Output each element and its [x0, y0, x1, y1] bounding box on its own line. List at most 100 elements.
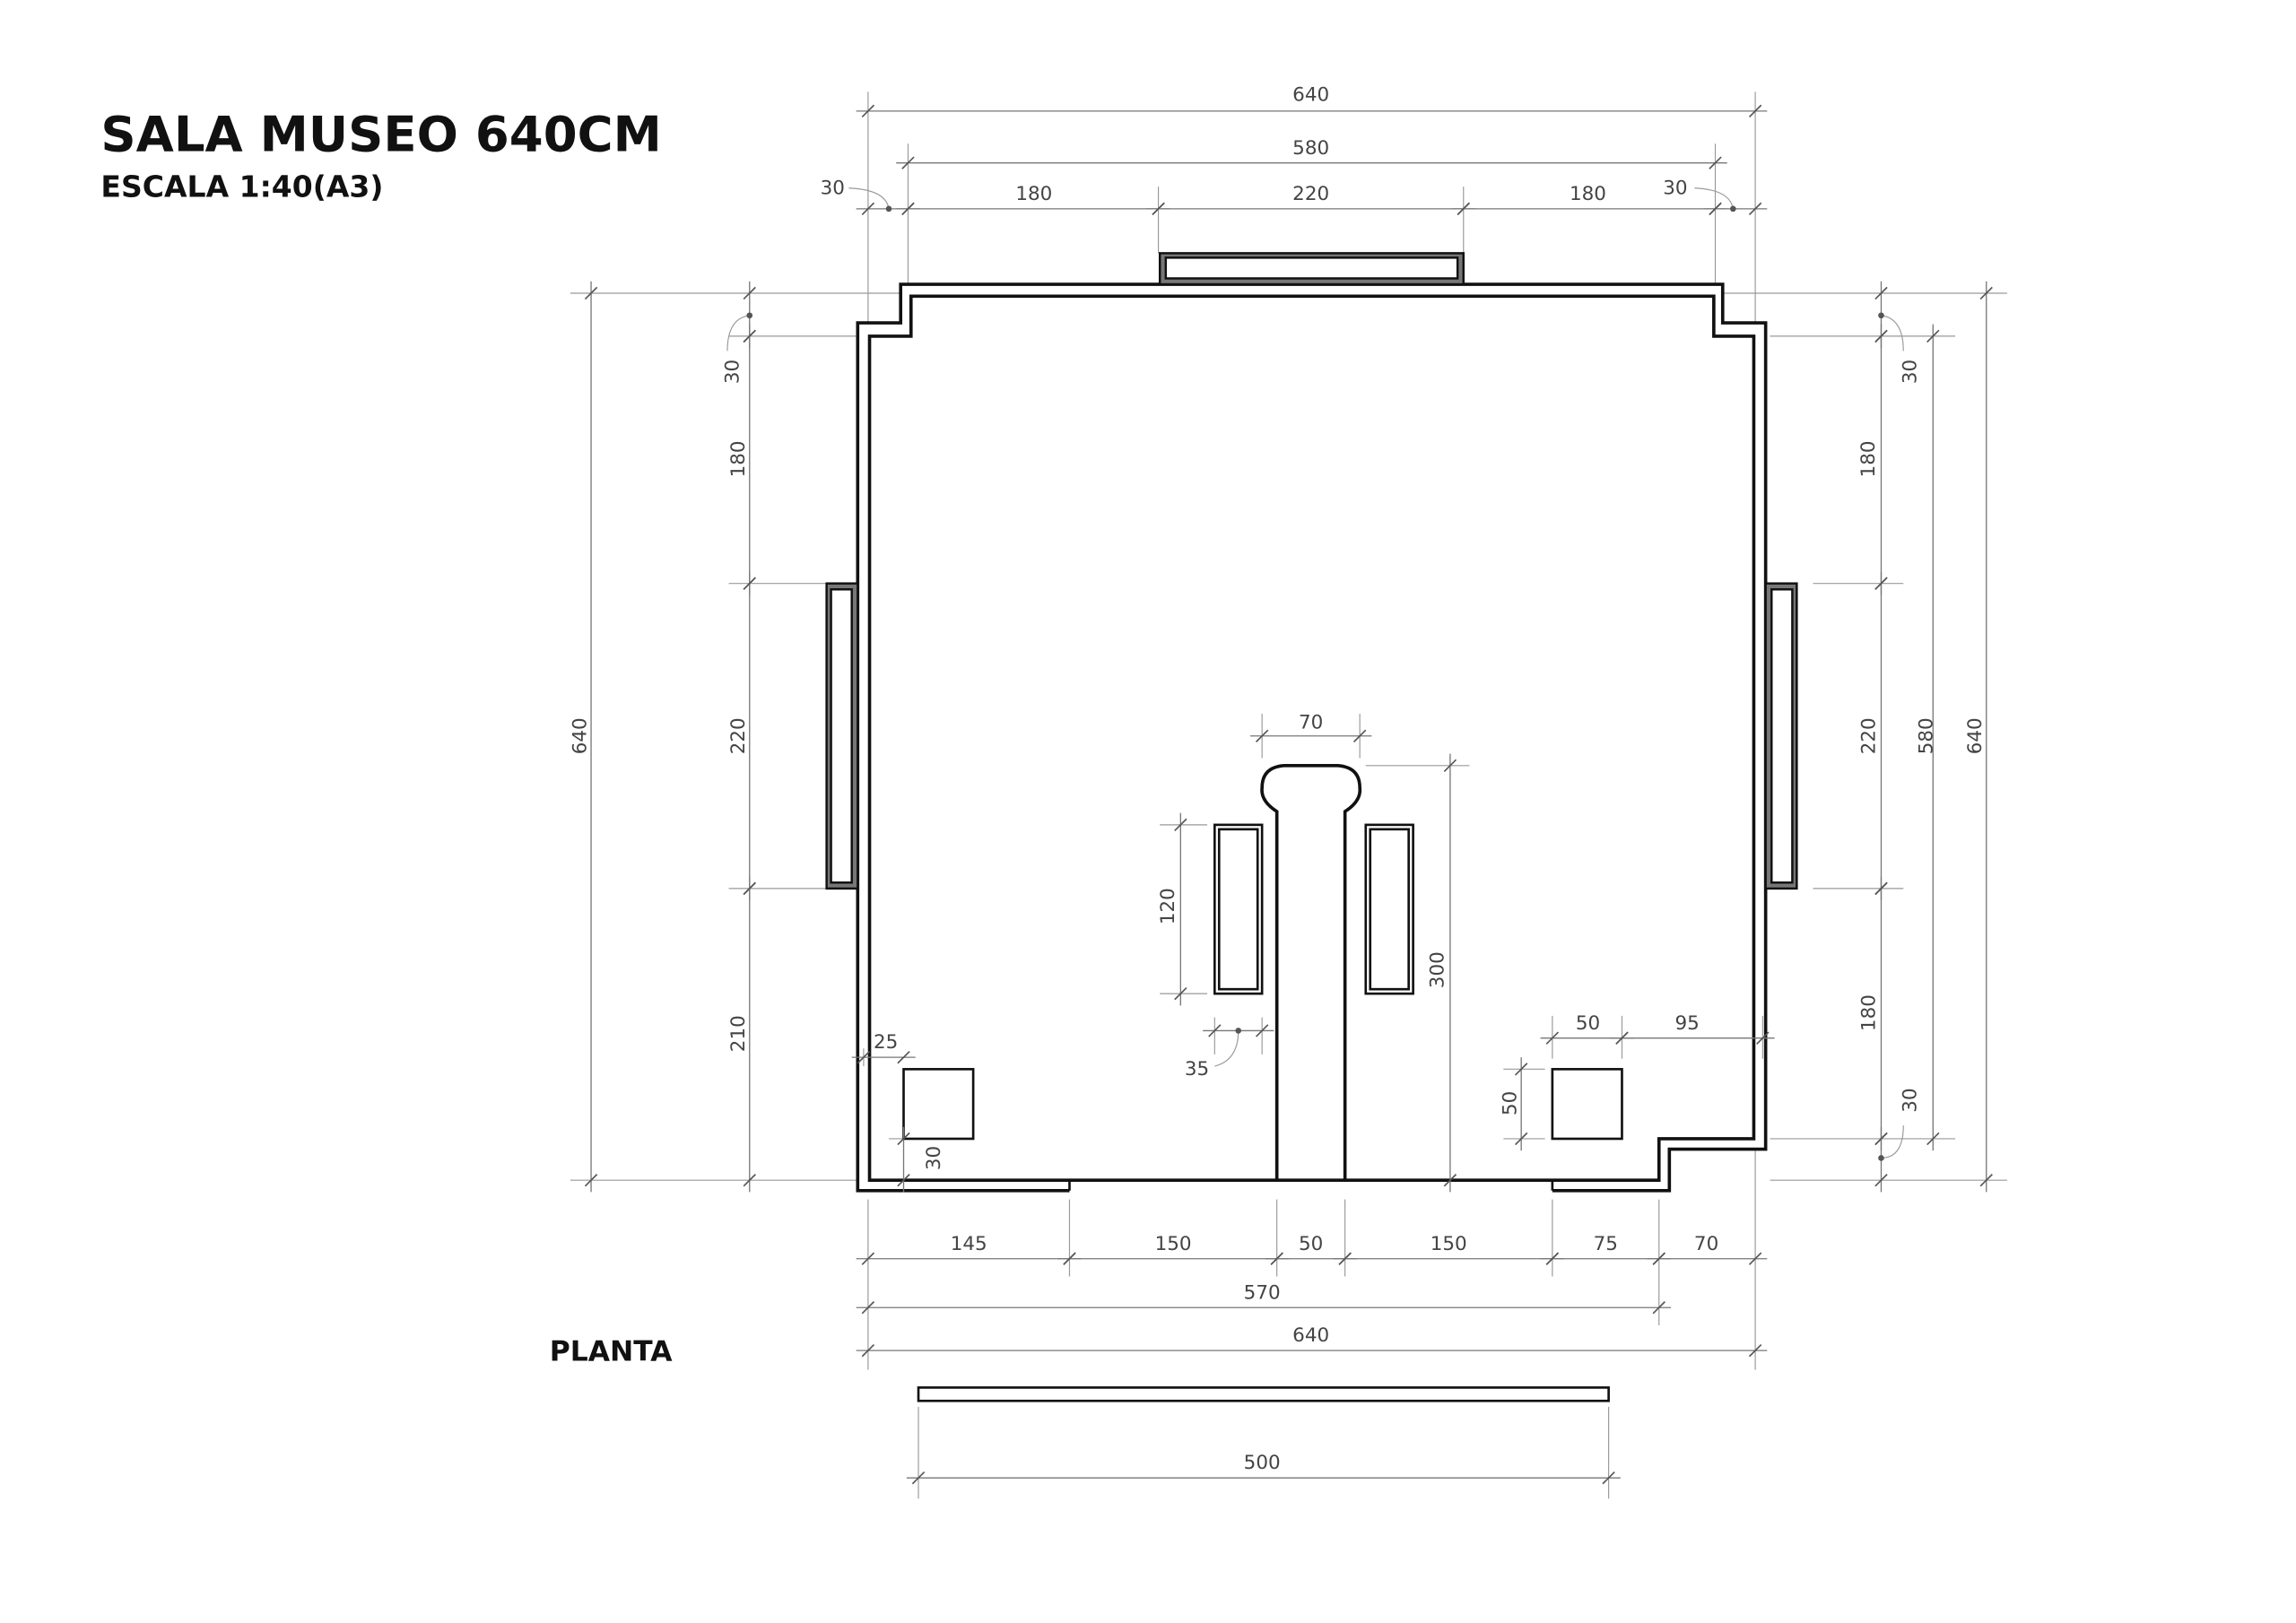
dimension-tick	[857, 1050, 871, 1064]
dimension-label: 580	[1916, 717, 1938, 754]
dimension-tick	[1748, 202, 1762, 216]
dimension-tick	[901, 202, 915, 216]
dimension-tick	[1874, 1132, 1888, 1146]
dimension-tick	[1443, 759, 1457, 772]
room-walls	[856, 282, 1768, 1193]
dimension-label: 25	[874, 1031, 898, 1054]
dim-bottom-partial: 570	[856, 1281, 1671, 1315]
wall-niche-right	[1764, 582, 1798, 890]
dimension-label: 150	[1155, 1233, 1192, 1255]
dimension-label: 640	[1292, 83, 1329, 106]
dimension-tick	[1255, 1024, 1269, 1037]
drawing-scale: ESCALA 1:40(A3)	[100, 169, 383, 204]
dim-top-chain: 220	[1146, 183, 1475, 216]
dim-left-chain: 30	[722, 281, 756, 384]
dim-right-chain: 180	[1857, 324, 1888, 595]
dimension-label: 180	[727, 440, 750, 477]
dimension-label: 180	[1857, 994, 1880, 1031]
dimension-label: 220	[727, 717, 750, 754]
dim-bottom-chain: 150	[1057, 1233, 1289, 1265]
dimension-label: 180	[1015, 183, 1052, 205]
display-case-right	[1364, 823, 1414, 995]
dimension-label: 95	[1674, 1012, 1699, 1035]
dimension-tick	[1652, 1252, 1665, 1265]
dimension-tick	[1874, 1174, 1888, 1187]
dimension-label: 580	[1292, 137, 1329, 160]
dimension-tick	[861, 1301, 875, 1315]
dim-bottom-overall: 640	[856, 1324, 1768, 1358]
dimension-tick	[1545, 1252, 1560, 1265]
dimension-tick	[1748, 1343, 1762, 1358]
dimension-tick	[861, 1252, 875, 1265]
dimension-tick	[743, 881, 756, 896]
dimension-tick	[1514, 1063, 1528, 1076]
bench	[917, 1386, 1610, 1402]
dimension-tick	[1979, 1174, 1993, 1187]
dimension-label: 30	[923, 1146, 945, 1170]
dimension-tick	[1352, 729, 1367, 742]
dim-box-right: 95	[1610, 1012, 1775, 1045]
wall-niche-left	[825, 582, 859, 890]
dimension-label: 75	[1594, 1233, 1618, 1255]
dim-bottom-chain: 70	[1647, 1233, 1768, 1265]
dim-top-chain: 30	[1663, 177, 1768, 216]
inner-wall-outline	[867, 294, 1756, 1183]
dimension-label: 210	[727, 1015, 750, 1052]
dim-right-chain: 30	[1874, 1088, 1922, 1193]
dimension-label: 640	[569, 717, 591, 754]
dimension-label: 50	[1500, 1091, 1522, 1115]
dimension-tick	[861, 202, 875, 216]
dim-top-chain: 180	[1451, 183, 1727, 216]
dimension-tick	[1926, 1132, 1940, 1146]
dim-right-chain: 30	[1874, 281, 1922, 384]
dim-top-chain: 180	[896, 183, 1170, 216]
dimension-tick	[1874, 577, 1888, 590]
dimension-tick	[1255, 729, 1269, 742]
dimension-label: 35	[1185, 1058, 1209, 1081]
view-label: PLANTA	[550, 1336, 673, 1368]
dimension-label: 30	[821, 177, 845, 199]
wall-niche-top	[1158, 252, 1465, 286]
dim-pier-length: 300	[1427, 753, 1457, 1193]
dim-top-overall: 640	[856, 83, 1768, 118]
dim-bottom-chain: 150	[1333, 1233, 1565, 1265]
dim-bottom-chain: 75	[1540, 1233, 1671, 1265]
dimension-tick	[1926, 329, 1940, 343]
dimension-tick	[743, 329, 756, 343]
dimension-label: 50	[1299, 1233, 1323, 1255]
dim-left-chain: 210	[727, 876, 756, 1193]
dimension-tick	[897, 1132, 910, 1146]
pedestal-left	[902, 1068, 975, 1141]
dimension-tick	[911, 1471, 926, 1485]
dimension-tick	[1709, 156, 1722, 169]
dimension-tick	[1270, 1252, 1283, 1265]
dimension-tick	[1874, 329, 1888, 343]
dim-right-overall: 640	[1964, 281, 1993, 1193]
dimension-label: 30	[1900, 1088, 1922, 1112]
dimension-tick	[1652, 1301, 1665, 1315]
dimension-tick	[743, 1174, 756, 1187]
dim-case-width: 35	[1185, 1024, 1274, 1081]
dim-right-chain: 180	[1857, 876, 1888, 1151]
dim-bottom-chain: 145	[856, 1233, 1082, 1265]
dim-left-overall: 640	[569, 281, 598, 1193]
dimension-tick	[1874, 286, 1888, 300]
outer-wall-outline	[856, 282, 1768, 1193]
dimension-label: 50	[1576, 1012, 1600, 1035]
dimension-tick	[1545, 1031, 1560, 1045]
dimension-label: 180	[1570, 183, 1606, 205]
dimension-label: 640	[1964, 717, 1987, 754]
dimension-label: 70	[1694, 1233, 1718, 1255]
dimension-tick	[861, 104, 875, 118]
dimension-tick	[1602, 1471, 1615, 1485]
dim-right-inner: 580	[1916, 324, 1940, 1151]
dimension-label: 570	[1244, 1281, 1281, 1304]
dim-bench-length: 500	[906, 1452, 1621, 1485]
dimension-tick	[1443, 1174, 1457, 1187]
dimension-tick	[1748, 104, 1762, 118]
dimension-label: 640	[1292, 1324, 1329, 1347]
dimension-label: 145	[951, 1233, 987, 1255]
central-pier	[1260, 763, 1362, 1181]
dimension-label: 120	[1157, 888, 1179, 924]
